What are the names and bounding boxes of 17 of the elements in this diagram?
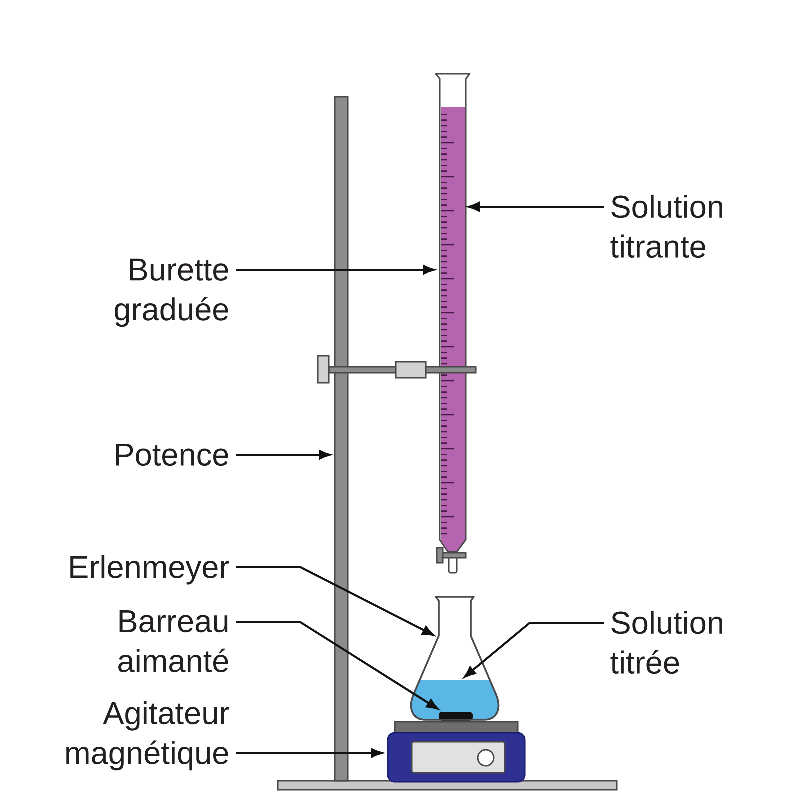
- leader-arrow: [468, 202, 604, 212]
- callout-label: Burette graduée: [115, 258, 228, 328]
- erlenmeyer-flask: [410, 596, 500, 721]
- leader-arrow: [236, 748, 383, 758]
- callout-label: Barreau aimanté: [118, 610, 228, 672]
- leader-arrow: [236, 450, 331, 460]
- burette: [435, 73, 471, 574]
- magnetic-stirrer: [387, 721, 526, 783]
- callout-label: Agitateur magnétique: [66, 701, 230, 771]
- callout-label: Solution titrante: [610, 194, 722, 258]
- callout-label: Solution titrée: [610, 610, 722, 674]
- leader-arrow: [236, 620, 438, 710]
- leader-arrow: [236, 265, 435, 275]
- leader-arrow: [464, 622, 604, 678]
- callout-label: Potence: [116, 444, 228, 466]
- leader-arrow: [236, 566, 434, 636]
- callout-label: Erlenmeyer: [70, 555, 230, 585]
